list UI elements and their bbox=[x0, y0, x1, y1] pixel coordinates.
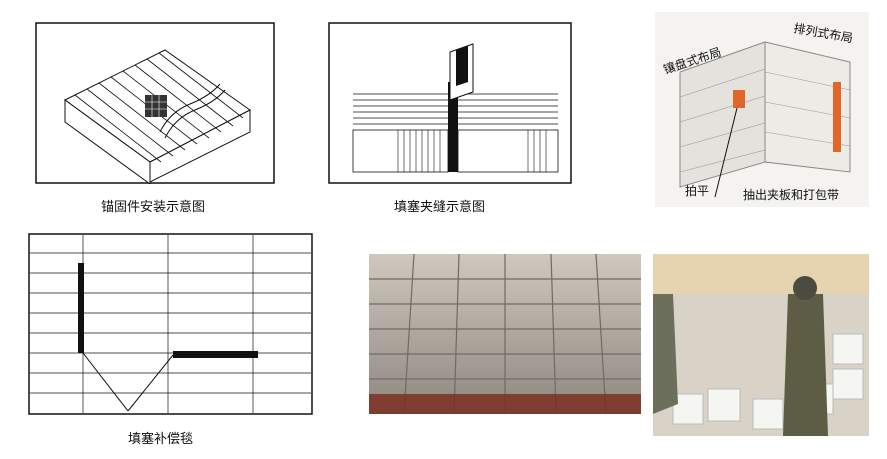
orange-marker bbox=[733, 90, 745, 108]
anchor-grid-block bbox=[145, 95, 167, 117]
workers-photo bbox=[653, 254, 869, 436]
compensation-strip-horizontal bbox=[173, 351, 258, 358]
ceiling-photo bbox=[369, 254, 641, 414]
gap-caption: 填塞夹缝示意图 bbox=[394, 200, 486, 215]
wall-photo: 镶盘式布局 排列式布局 拍平 抽出夹板和打包带 bbox=[661, 21, 854, 202]
anchor-caption: 锚固件安装示意图 bbox=[101, 200, 206, 215]
gap-panel bbox=[328, 22, 572, 184]
label-row: 排列式布局 bbox=[792, 21, 854, 45]
gap-fill-strip bbox=[448, 82, 458, 172]
orange-strip bbox=[833, 82, 841, 152]
anchor-illustration bbox=[35, 22, 275, 184]
label-remove: 抽出夹板和打包带 bbox=[743, 188, 839, 202]
gap-fill-illustration bbox=[328, 22, 572, 184]
grid-caption: 填塞补偿毯 bbox=[128, 432, 194, 447]
compensation-strip-vertical bbox=[78, 263, 84, 353]
workers-photo-panel bbox=[653, 254, 869, 436]
grid-panel bbox=[28, 233, 313, 415]
wall-panel: 镶盘式布局 排列式布局 拍平 抽出夹板和打包带 bbox=[655, 12, 869, 207]
label-flatten: 拍平 bbox=[685, 183, 709, 198]
ceiling-photo-panel bbox=[369, 254, 641, 414]
grid-illustration bbox=[28, 233, 313, 415]
anchor-panel bbox=[35, 22, 275, 184]
